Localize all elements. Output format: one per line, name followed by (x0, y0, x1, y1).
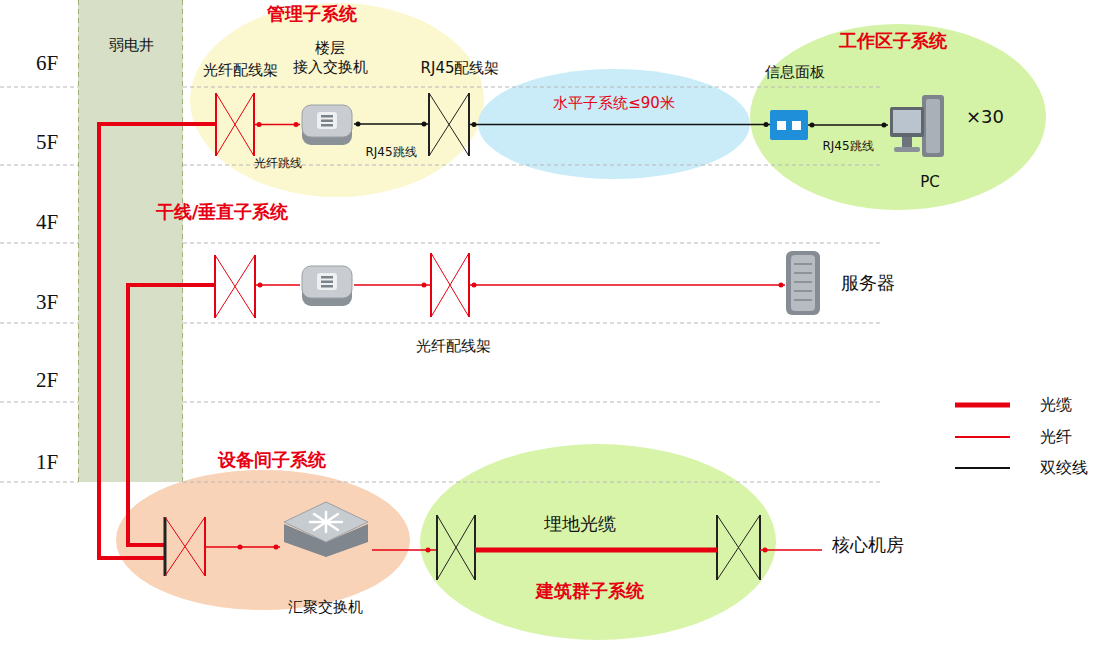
node-label: 服务器 (841, 272, 895, 295)
patch-panel-outline (428, 93, 470, 156)
legend-text: 双绞线 (1040, 458, 1088, 478)
joint-dot (779, 283, 784, 288)
diagram-label: 3F (36, 289, 58, 315)
fiber-panel: 光纤配线架 (215, 93, 255, 156)
edge-label: 光纤跳线 (254, 155, 302, 170)
node-label: RJ45配线架 (421, 59, 500, 78)
server-icon-outline (785, 250, 821, 316)
joint-dot (257, 122, 262, 127)
legend-sample (955, 403, 1010, 408)
cable-connector (470, 284, 785, 286)
access-switch (302, 266, 352, 306)
info-panel-outline (770, 110, 808, 140)
buried-cable (475, 548, 717, 553)
diagram-label: 5F (36, 129, 58, 155)
edge-label: RJ45跳线 (822, 139, 873, 154)
joint-dot (764, 122, 769, 127)
legend-sample (955, 467, 1010, 469)
subsystem-ellipse: 管理子系统光纤配线架楼层 接入交换机RJ45配线架 (190, 3, 484, 197)
fiber-jumper (760, 549, 822, 551)
node-label: 管理子系统 (267, 3, 357, 26)
joint-dot (882, 123, 887, 128)
patch-panel: RJ45配线架 (428, 93, 470, 156)
node-label: 弱电井 (109, 36, 154, 55)
core-switch: 汇聚交换机 (280, 498, 372, 558)
joint-dot (422, 122, 427, 127)
legend-sample (955, 436, 1010, 438)
joint-dot (258, 283, 427, 288)
node-label: 汇聚交换机 (288, 598, 363, 617)
fiber-jumper (255, 284, 430, 286)
node-label: 信息面板 (765, 63, 825, 82)
fiber-panel: 光纤配线架 (430, 253, 470, 317)
diagram-label: ×30 (966, 106, 1004, 129)
node-label: 埋地光缆 (544, 513, 616, 536)
node-label: 水平子系统≤90米 (553, 94, 675, 113)
access-switch: 楼层 接入交换机 (300, 101, 354, 147)
subsystem-ellipse-outline (420, 444, 776, 640)
joint-dot (472, 283, 477, 288)
diagram-label: 核心机房 (832, 534, 904, 557)
joint-dot (810, 123, 815, 128)
subsystem-ellipse-outline (478, 69, 750, 179)
server-icon: 服务器 (785, 250, 821, 316)
joint-dot (294, 122, 299, 127)
cable-connector (255, 124, 300, 126)
cable-connector (354, 123, 428, 125)
legend-text: 光缆 (1040, 395, 1072, 415)
shaft-band-outline (78, 0, 183, 482)
trunk-cable (128, 285, 215, 545)
joint-dot (238, 545, 768, 553)
info-panel: 信息面板 (770, 110, 808, 140)
pc-icon-outline (888, 93, 946, 161)
diagram-label: 2F (36, 367, 58, 393)
joint-dot (356, 122, 361, 127)
node-label: 光纤配线架 (203, 61, 278, 80)
diagram-label: 干线/垂直子系统 (156, 201, 289, 224)
core-switch-outline (280, 498, 372, 558)
fiber-panel-outline (430, 253, 470, 317)
subsystem-ellipse: 设备间子系统汇聚交换机 (116, 470, 410, 610)
subsystem-ellipse: 水平子系统≤90米 (478, 69, 750, 179)
cable-connector (470, 124, 770, 126)
node-label: PC (920, 173, 940, 192)
diagram-label: 4F (36, 209, 58, 235)
node-label: 光纤配线架 (416, 337, 491, 356)
node-label: 设备间子系统 (218, 449, 326, 472)
trunk-cable (99, 124, 215, 558)
fiber-panel (215, 255, 255, 318)
legend-text: 光纤 (1040, 427, 1072, 447)
edge-label: RJ45跳线 (365, 145, 416, 160)
joint-dot (472, 122, 477, 127)
pc-icon: PC (888, 93, 946, 161)
diagram-label: 6F (36, 50, 58, 76)
cable-connector (808, 124, 888, 126)
fiber-panel (165, 517, 205, 576)
node-label: 楼层 接入交换机 (288, 39, 372, 77)
subsystem-ellipse: 埋地光缆建筑群子系统 (420, 444, 776, 640)
diagram-label: 1F (36, 449, 58, 475)
subsystem-ellipse-outline (190, 3, 484, 197)
subsystem-ellipse-outline (116, 470, 410, 610)
access-switch-outline (300, 101, 354, 147)
shaft-band: 弱电井 (78, 0, 183, 482)
node-label: 工作区子系统 (839, 30, 947, 53)
node-label: 建筑群子系统 (536, 580, 644, 603)
fiber-panel-outline (215, 93, 255, 156)
